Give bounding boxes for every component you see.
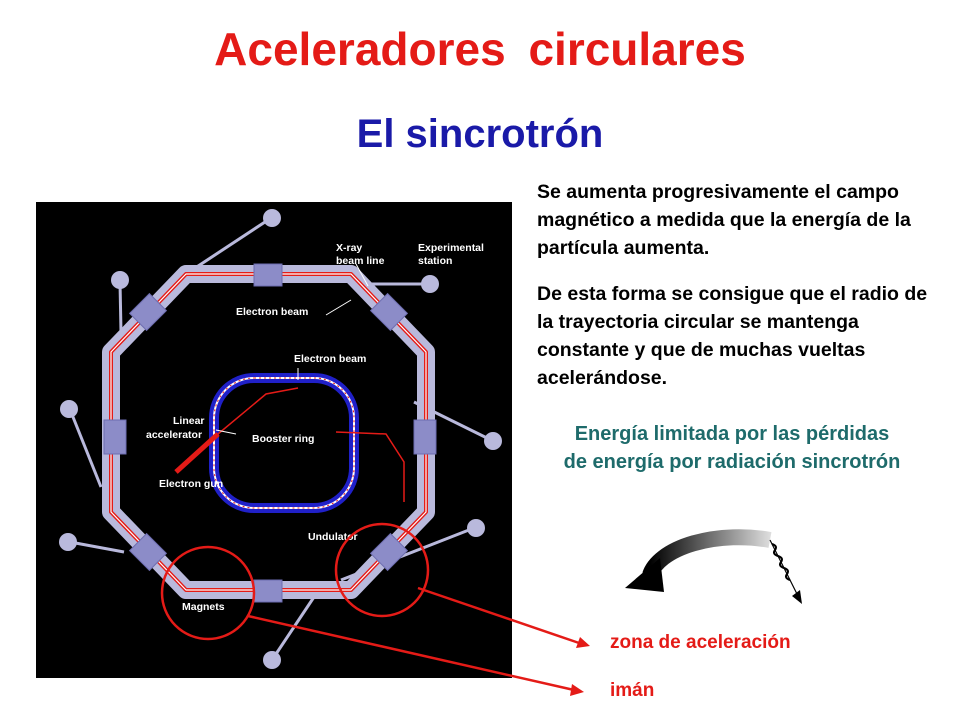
slide-subtitle: El sincrotrón bbox=[356, 112, 604, 156]
paragraph-constant-radius: De esta forma se consigue que el radio d… bbox=[537, 283, 928, 389]
label-undulator: Undulator bbox=[308, 531, 358, 543]
synchrotron-diagram: X-ray beam line Experimental station Ele… bbox=[36, 202, 512, 678]
label-xray-1: X-ray bbox=[336, 242, 362, 254]
pointer-lines bbox=[215, 263, 369, 435]
synchrotron-diagram-svg: X-ray beam line Experimental station Ele… bbox=[59, 209, 502, 669]
energy-limit-line-2: de energía por radiación sincrotrón bbox=[563, 451, 901, 473]
station-icon bbox=[484, 432, 502, 450]
label-electron-gun: Electron gun bbox=[159, 478, 223, 490]
synchrotron-radiation-illustration bbox=[625, 529, 802, 604]
label-magnet: imán bbox=[610, 680, 655, 701]
magnets bbox=[103, 263, 437, 603]
magnet-icon bbox=[128, 292, 168, 332]
label-electron-beam-outer: Electron beam bbox=[236, 306, 308, 318]
beam-line-bottom bbox=[272, 593, 318, 658]
paragraph-field-increase: Se aumenta progresivamente el campo magn… bbox=[537, 181, 911, 259]
label-xray-2: beam line bbox=[336, 255, 385, 267]
magnet-icon bbox=[253, 579, 283, 603]
magnet-icon bbox=[253, 263, 283, 287]
booster-beam bbox=[213, 377, 355, 509]
label-experimental-1: Experimental bbox=[418, 242, 484, 254]
label-linear-1: Linear bbox=[173, 415, 205, 427]
transfer-line-in bbox=[217, 387, 299, 435]
photon-arrow-icon bbox=[792, 590, 802, 604]
label-experimental-2: station bbox=[418, 255, 452, 267]
label-booster-ring: Booster ring bbox=[252, 433, 314, 445]
station-icon bbox=[111, 271, 129, 289]
label-magnets: Magnets bbox=[182, 601, 225, 613]
beam-line-left-lower bbox=[69, 540, 125, 554]
station-icon bbox=[60, 400, 78, 418]
energy-limit-line-1: Energía limitada por las pérdidas bbox=[574, 423, 890, 445]
arrow-head-icon bbox=[625, 558, 664, 592]
magnet-icon bbox=[369, 292, 409, 332]
label-acceleration-zone: zona de aceleración bbox=[610, 632, 791, 653]
magnet-icon bbox=[413, 419, 437, 455]
photon-wave-icon bbox=[771, 543, 791, 581]
arrow-head-icon bbox=[570, 684, 584, 696]
station-icon bbox=[467, 519, 485, 537]
beam-line-left-upper bbox=[118, 281, 123, 333]
station-icon bbox=[263, 651, 281, 669]
station-icon bbox=[59, 533, 77, 551]
magnet-icon bbox=[128, 532, 168, 572]
transfer-line-out bbox=[335, 431, 405, 502]
station-icon bbox=[263, 209, 281, 227]
label-linear-2: accelerator bbox=[146, 429, 202, 441]
linear-accelerator bbox=[174, 432, 220, 474]
arrow-head-icon bbox=[576, 637, 590, 648]
curved-trajectory-icon bbox=[642, 529, 772, 578]
slide-title: Aceleradores circulares bbox=[214, 23, 746, 75]
energy-limit-note: Energía limitada por las pérdidas de ene… bbox=[522, 420, 942, 476]
beam-line-left bbox=[69, 411, 103, 488]
stations bbox=[59, 209, 502, 669]
magnet-icon bbox=[103, 419, 127, 455]
station-icon bbox=[421, 275, 439, 293]
label-electron-beam-inner: Electron beam bbox=[294, 353, 366, 365]
